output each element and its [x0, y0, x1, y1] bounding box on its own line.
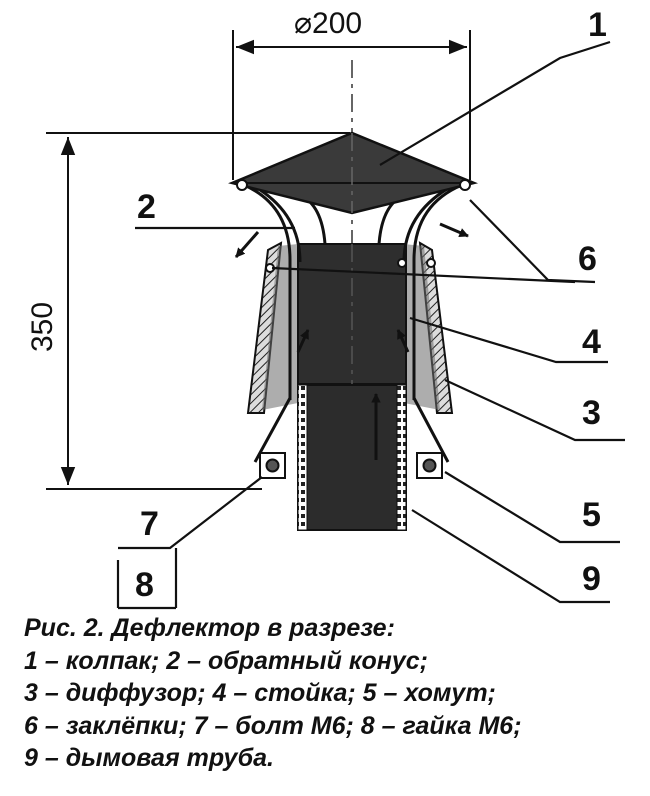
callout-6: 6 — [578, 240, 597, 278]
callout-numbers: 1 2 3 4 5 6 7 8 9 — [135, 6, 607, 604]
callout-3: 3 — [582, 394, 601, 432]
caption-line: 6 – заклёпки; 7 – болт М6; 8 – гайка М6; — [24, 711, 522, 740]
figure-caption: Рис. 2. Дефлектор в разрезе: 1 – колпак;… — [24, 612, 634, 775]
diameter-dimension: ⌀200 — [232, 7, 471, 180]
leader-lines — [116, 40, 625, 610]
callout-2: 2 — [137, 188, 156, 226]
clamp-bolts — [259, 452, 443, 479]
callout-7: 7 — [140, 505, 159, 543]
caption-line: 9 – дымовая труба. — [24, 744, 274, 772]
callout-5: 5 — [582, 496, 601, 534]
deflector-diagram: ⌀200 350 — [26, 6, 625, 610]
callout-8: 8 — [135, 566, 154, 604]
cap — [228, 131, 479, 215]
caption-line: 1 – колпак; 2 – обратный конус; — [24, 646, 429, 675]
reverse-cone-body — [297, 243, 407, 385]
height-dimension: 350 — [26, 132, 350, 490]
callout-4: 4 — [582, 323, 601, 361]
height-label: 350 — [26, 302, 59, 352]
legs — [243, 183, 463, 463]
flow-arrows — [234, 222, 469, 460]
caption-title: Рис. 2. Дефлектор в разрезе: — [24, 614, 395, 642]
callout-1: 1 — [588, 6, 607, 44]
caption-line: 3 – диффузор; 4 – стойка; 5 – хомут; — [24, 679, 496, 707]
callout-9: 9 — [582, 560, 601, 598]
diameter-label: ⌀200 — [294, 7, 362, 40]
chimney-pipe — [297, 384, 407, 531]
